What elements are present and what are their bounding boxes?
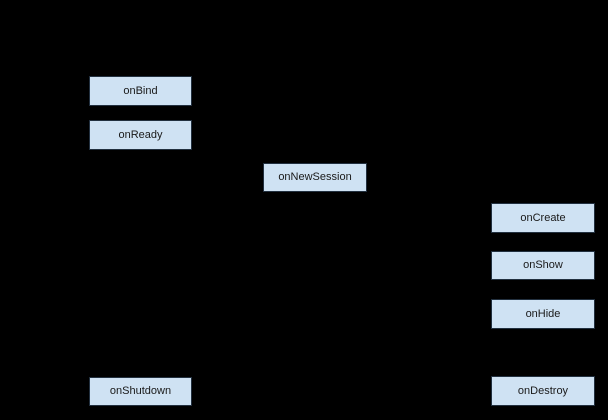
node-onhide: onHide xyxy=(491,299,595,329)
node-onshow: onShow xyxy=(491,251,595,280)
node-onnewsession: onNewSession xyxy=(263,163,367,192)
node-oncreate: onCreate xyxy=(491,203,595,233)
node-onready: onReady xyxy=(89,120,192,150)
node-onbind: onBind xyxy=(89,76,192,106)
node-onshutdown: onShutdown xyxy=(89,377,192,406)
node-ondestroy: onDestroy xyxy=(491,376,595,406)
